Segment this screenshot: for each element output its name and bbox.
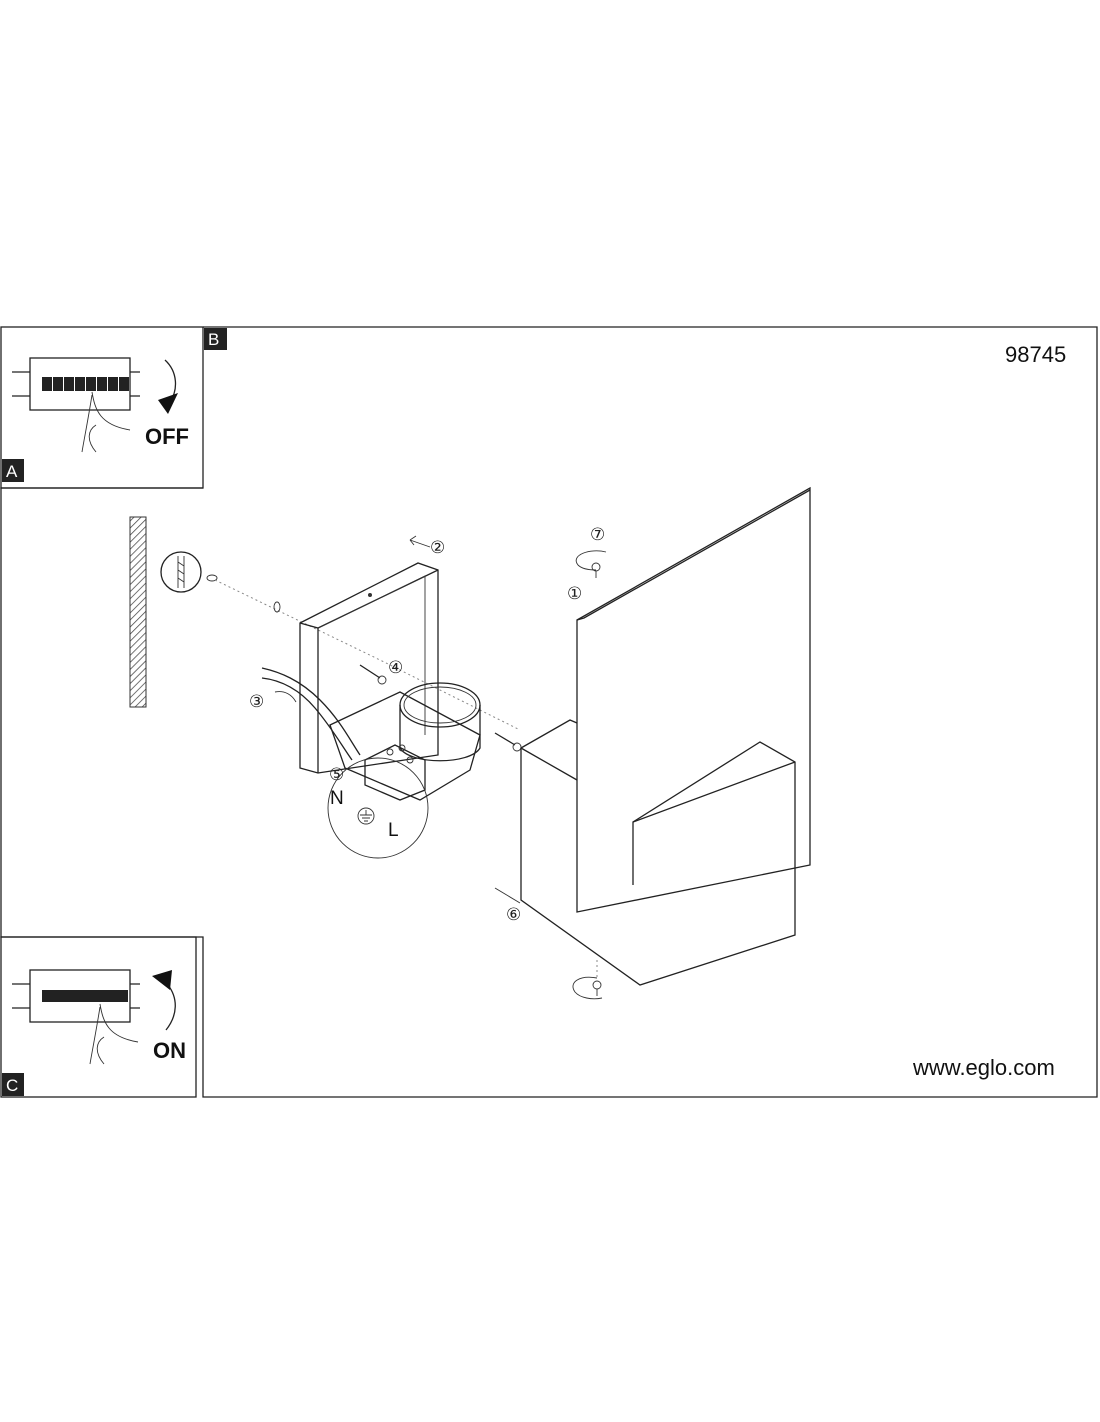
step-5: ⑤ bbox=[329, 765, 344, 785]
on-label: ON bbox=[153, 1038, 186, 1063]
screw-icon bbox=[494, 732, 522, 752]
circuit-breaker-on-illustration: ON bbox=[12, 969, 186, 1065]
arrow-down-icon bbox=[158, 393, 178, 414]
arrow-icon bbox=[494, 887, 521, 904]
rotate-arrow-icon bbox=[572, 550, 607, 1000]
arrow-icon bbox=[409, 535, 431, 548]
lamp-body bbox=[520, 486, 811, 986]
arrow-up-icon bbox=[152, 970, 172, 990]
screw-icon bbox=[591, 562, 601, 578]
drill-bit-icon bbox=[160, 551, 218, 593]
website-link: www.eglo.com bbox=[912, 1055, 1055, 1080]
svg-text:C: C bbox=[6, 1076, 18, 1095]
step-2: ② bbox=[430, 538, 445, 558]
svg-text:A: A bbox=[6, 462, 18, 481]
panel-b-badge: B bbox=[204, 328, 227, 350]
panel-c-frame bbox=[0, 936, 197, 1098]
step-6: ⑥ bbox=[506, 905, 521, 925]
panel-a-frame bbox=[0, 326, 204, 489]
live-label: L bbox=[388, 820, 399, 841]
step-7: ⑦ bbox=[590, 525, 605, 545]
panel-c-badge: C bbox=[2, 1073, 24, 1096]
circuit-breaker-off-illustration: OFF bbox=[12, 357, 189, 453]
ground-icon bbox=[357, 807, 375, 825]
wall-illustration bbox=[129, 516, 147, 708]
panel-a-badge: A bbox=[2, 459, 24, 482]
step-1: ① bbox=[567, 584, 582, 604]
svg-text:B: B bbox=[208, 330, 219, 349]
mounting-bracket bbox=[261, 562, 481, 859]
screw-icon bbox=[592, 980, 602, 996]
alignment-line bbox=[214, 579, 521, 731]
screw-icon bbox=[359, 664, 387, 685]
model-number: 98745 bbox=[1005, 342, 1066, 367]
step-3: ③ bbox=[249, 692, 264, 712]
panel-b-frame bbox=[0, 326, 1098, 1098]
arrow-icon bbox=[274, 691, 297, 703]
step-4: ④ bbox=[388, 658, 403, 678]
off-label: OFF bbox=[145, 424, 189, 449]
neutral-label: N bbox=[330, 788, 344, 809]
